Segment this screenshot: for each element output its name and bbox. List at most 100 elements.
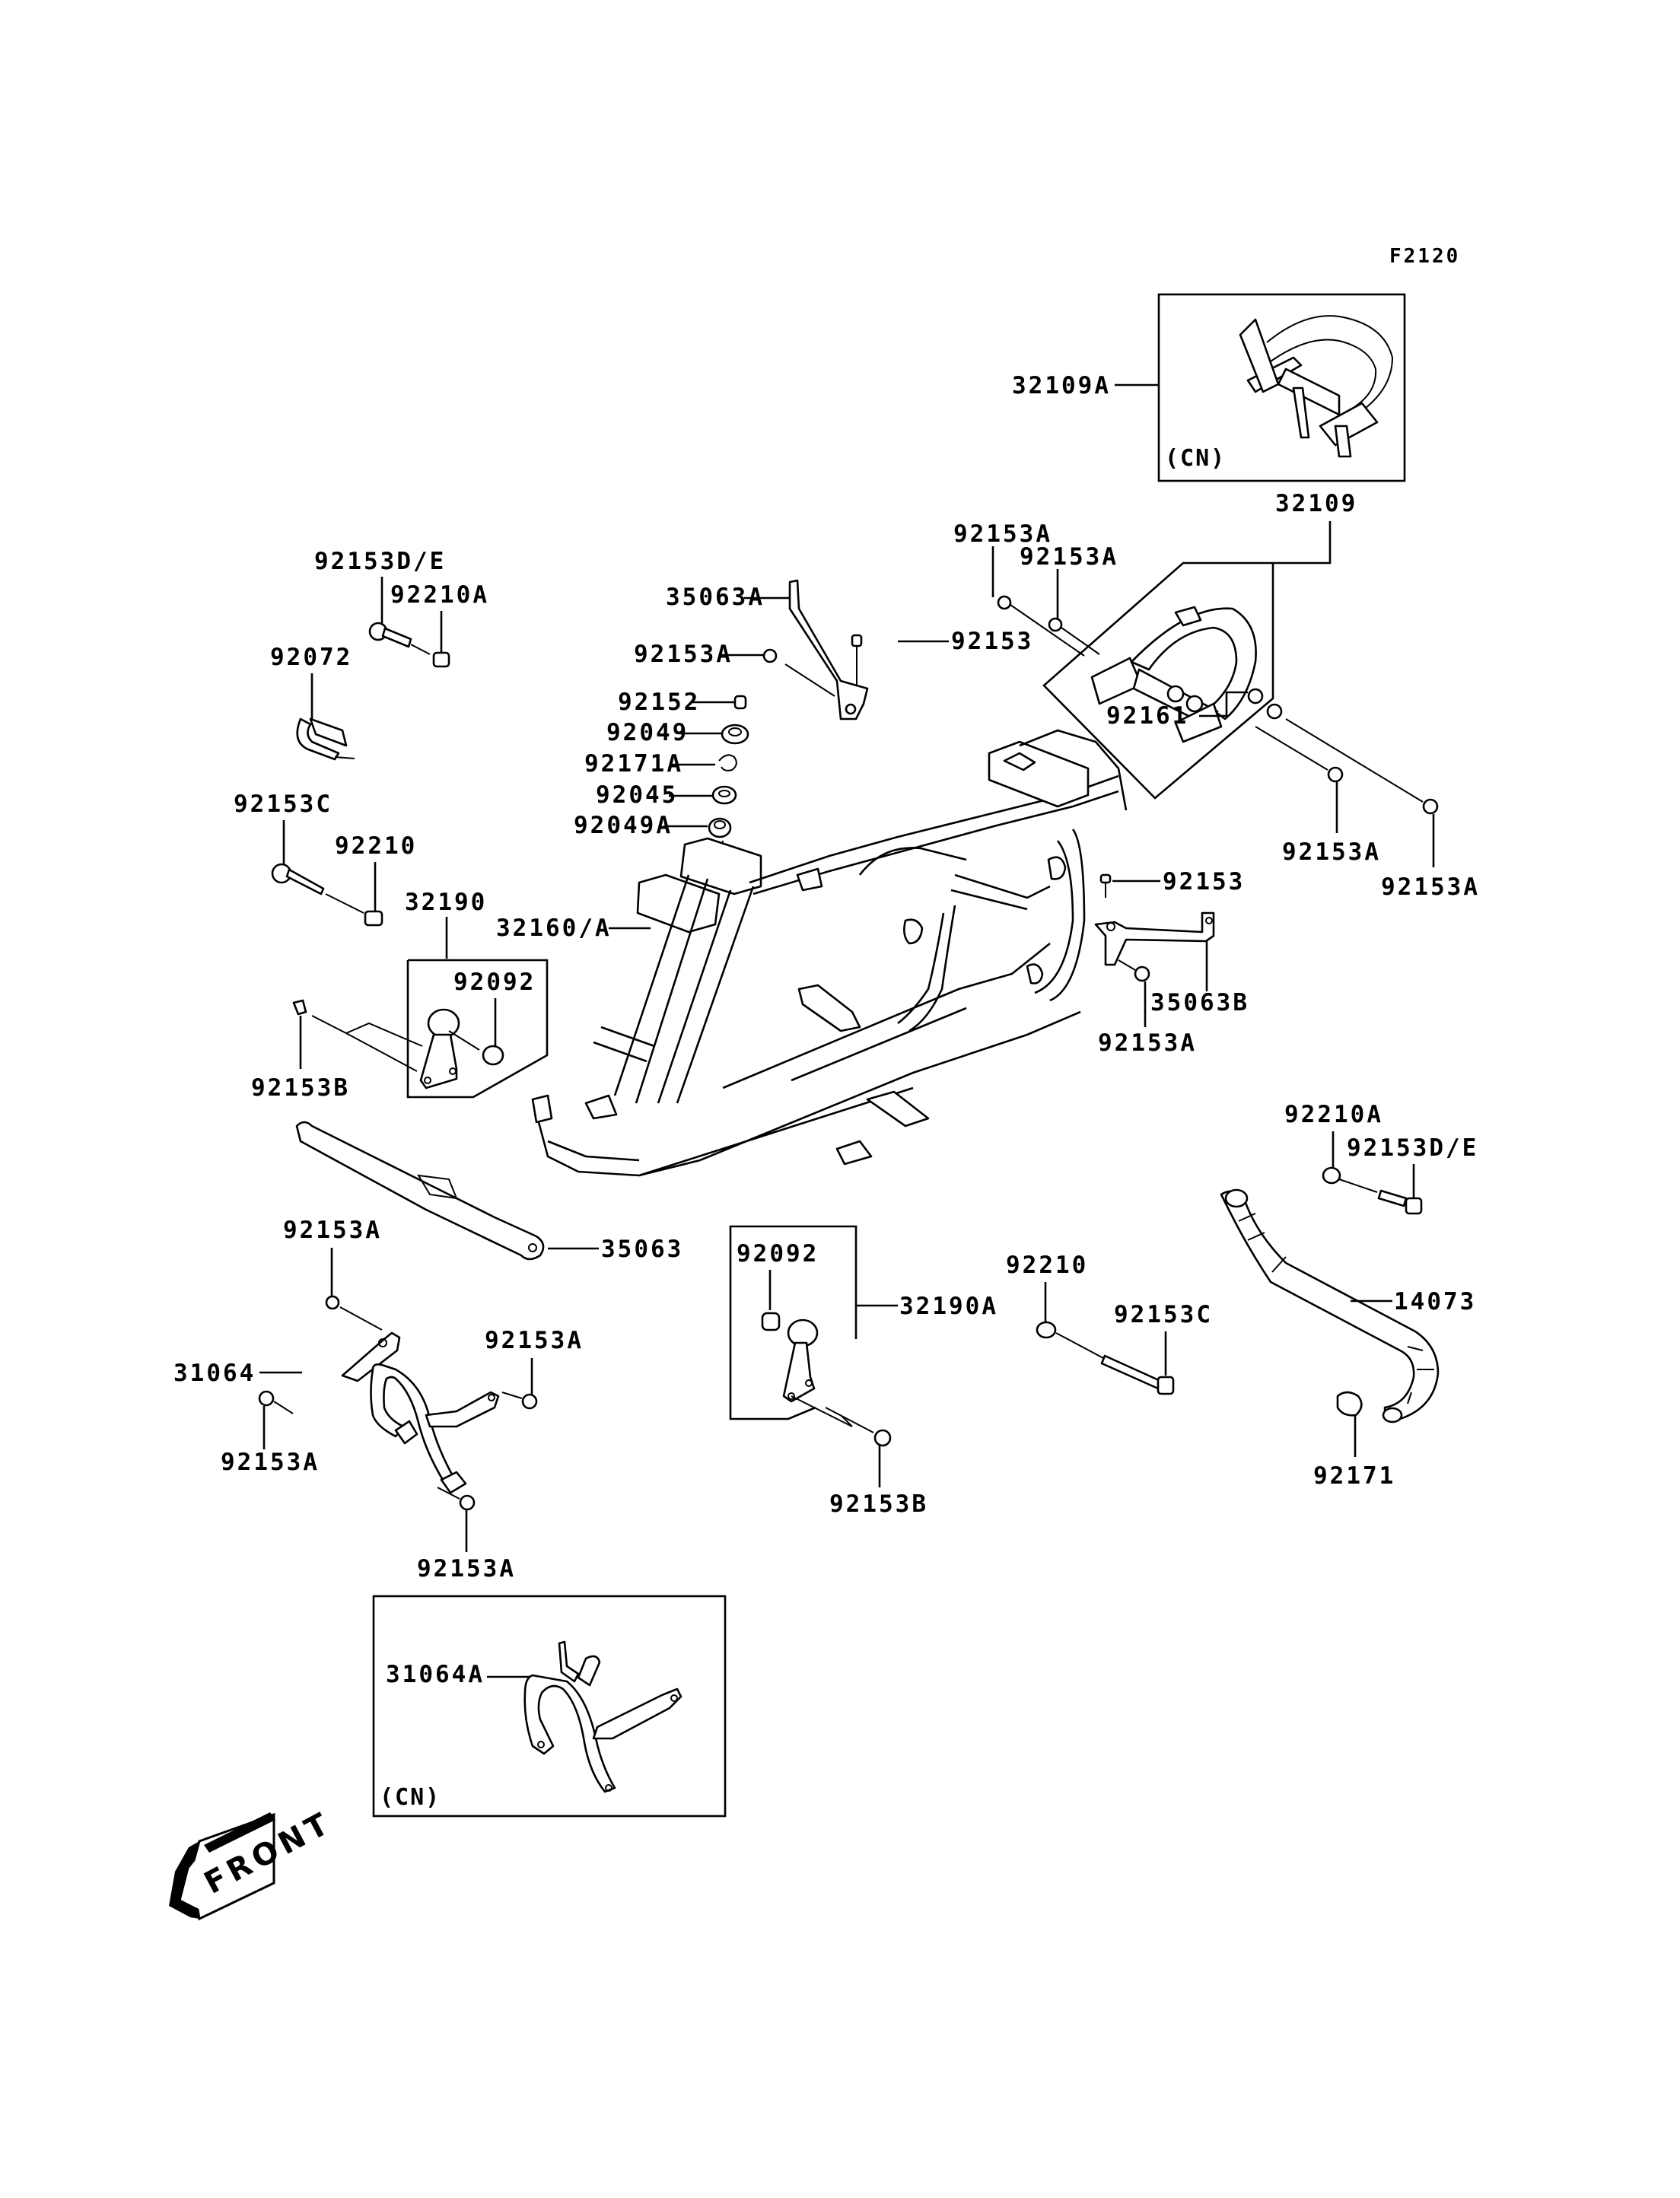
figure-code: F2120: [1389, 245, 1460, 268]
main-frame-32160[interactable]: [531, 729, 1128, 1177]
label-14073[interactable]: 14073: [1394, 1288, 1476, 1315]
guard-31064A-cn[interactable]: [523, 1640, 682, 1793]
group-14073: 92210A 92153D/E 14073 92171: [1220, 1101, 1478, 1490]
label-92152[interactable]: 92152: [618, 689, 700, 716]
group-35063: 35063: [295, 1121, 683, 1263]
inset-box-32109A: [1157, 293, 1406, 482]
label-92153A-35063B[interactable]: 92153A: [1098, 1029, 1197, 1057]
rear-carrier-cn-part[interactable]: [1239, 315, 1394, 458]
damper-92161[interactable]: [1247, 688, 1283, 720]
bushing-92092-mid[interactable]: [761, 1312, 781, 1331]
label-92153A-top2[interactable]: 92153A: [1020, 543, 1118, 571]
clamp-92171[interactable]: [1336, 1391, 1363, 1417]
label-92153C-left[interactable]: 92153C: [234, 790, 332, 818]
label-92153-right[interactable]: 92153: [1163, 868, 1245, 895]
inset-32109A: (CN) 32109A: [1012, 293, 1406, 482]
label-92210A-right[interactable]: 92210A: [1284, 1101, 1383, 1128]
nut-92210A-top[interactable]: [432, 651, 450, 668]
label-32190A[interactable]: 32190A: [899, 1293, 998, 1320]
inset-box-32190A: [729, 1225, 858, 1420]
label-92072[interactable]: 92072: [270, 644, 352, 671]
group-31064: 92153A 31064 92153A 92153A 92153: [173, 1217, 584, 1582]
label-31064A[interactable]: 31064A: [386, 1661, 485, 1688]
label-92153B-mid[interactable]: 92153B: [829, 1490, 928, 1518]
bolt-92153A-rr1[interactable]: [1255, 726, 1344, 783]
label-32109A[interactable]: 32109A: [1012, 372, 1111, 399]
label-92171A[interactable]: 92171A: [584, 750, 683, 778]
rod-35063[interactable]: [295, 1121, 545, 1261]
label-92153C-mid[interactable]: 92153C: [1114, 1301, 1213, 1328]
bolt-92153D-E-top[interactable]: [368, 622, 431, 655]
bracket-32190[interactable]: [419, 1008, 480, 1089]
bolt-92153A-mid[interactable]: [762, 648, 835, 697]
label-92092-left[interactable]: 92092: [453, 969, 536, 996]
label-92210-left[interactable]: 92210: [335, 832, 417, 860]
label-92045[interactable]: 92045: [596, 781, 678, 809]
bolt-92153D-E-right[interactable]: [1377, 1189, 1423, 1215]
label-92153A-31064-bottom[interactable]: 92153A: [417, 1555, 516, 1582]
collar-92152[interactable]: [733, 695, 747, 710]
bolt-92153A-top1[interactable]: [997, 595, 1085, 657]
label-35063[interactable]: 35063: [601, 1236, 683, 1263]
bolt-92153A-rr2[interactable]: [1285, 718, 1439, 815]
label-92153A-31064-left[interactable]: 92153A: [221, 1449, 320, 1476]
label-92153A-31064-top[interactable]: 92153A: [283, 1217, 382, 1244]
nut-92210-mid[interactable]: [1036, 1321, 1057, 1339]
bolt-92153C-mid[interactable]: [1055, 1332, 1175, 1395]
bolt-92153A-31064-bottom[interactable]: [437, 1487, 476, 1511]
label-32109[interactable]: 32109: [1275, 490, 1357, 517]
bolt-92153B-mid[interactable]: [825, 1407, 892, 1447]
label-92153D-E-top[interactable]: 92153D/E: [314, 548, 446, 575]
damper-92049[interactable]: [721, 724, 749, 745]
bolt-92153-mid[interactable]: [851, 634, 863, 685]
label-92049A[interactable]: 92049A: [574, 812, 673, 839]
label-31064[interactable]: 31064: [173, 1360, 256, 1387]
bolt-92153B-left[interactable]: [292, 999, 423, 1072]
label-35063B[interactable]: 35063B: [1150, 989, 1249, 1016]
bolt-92153A-35063B[interactable]: [1118, 959, 1150, 982]
label-92161[interactable]: 92161: [1106, 702, 1188, 730]
bolt-92153-right[interactable]: [1099, 873, 1112, 898]
front-arrow-shadow-icon: [169, 1841, 199, 1919]
rear-carrier-part[interactable]: [1090, 606, 1257, 743]
bolt-92153A-31064-left[interactable]: [258, 1390, 294, 1414]
label-92092-mid[interactable]: 92092: [737, 1240, 819, 1268]
nut-92210-left[interactable]: [364, 910, 383, 927]
front-direction-marker: FRONT: [169, 1805, 338, 1921]
label-92210-mid[interactable]: 92210: [1006, 1252, 1088, 1279]
inset-box-32190: [406, 959, 549, 1099]
bolt-92153C-left[interactable]: [271, 863, 364, 914]
stay-35063A[interactable]: [788, 579, 869, 720]
inset-31064A: (CN) 31064A: [372, 1595, 727, 1818]
group-engine-bolt-left: 92153C 92210: [234, 790, 417, 927]
label-92153A-rr1[interactable]: 92153A: [1282, 838, 1381, 866]
nut-92210A-right[interactable]: [1322, 1166, 1378, 1193]
bolt-92153A-top2[interactable]: [1048, 617, 1100, 655]
bolt-92153A-31064-right[interactable]: [501, 1392, 538, 1410]
label-92210A-top[interactable]: 92210A: [390, 581, 489, 609]
label-92153D-E-right[interactable]: 92153D/E: [1347, 1134, 1478, 1162]
band-92072[interactable]: [296, 717, 355, 761]
label-92153B-left[interactable]: 92153B: [251, 1074, 350, 1102]
label-92153A-top1[interactable]: 92153A: [953, 520, 1052, 548]
front-arrow-top-edge: [204, 1812, 275, 1853]
label-92049[interactable]: 92049: [606, 719, 689, 746]
clip-92171A[interactable]: [718, 754, 737, 771]
label-92153A-rr2[interactable]: 92153A: [1381, 873, 1480, 901]
label-92153A-mid[interactable]: 92153A: [634, 641, 733, 668]
label-32190[interactable]: 32190: [405, 889, 487, 916]
label-92153-mid[interactable]: 92153: [951, 628, 1033, 655]
bolt-92153A-31064-top[interactable]: [325, 1295, 383, 1331]
label-32160A[interactable]: 32160/A: [496, 915, 612, 942]
guard-31064[interactable]: [341, 1331, 500, 1494]
damper-92049A[interactable]: [708, 817, 732, 838]
bushing-92092-left[interactable]: [482, 1045, 504, 1066]
pipe-14073[interactable]: [1220, 1188, 1440, 1423]
leader-32109: [1042, 521, 1332, 800]
stay-35063B[interactable]: [1094, 911, 1215, 966]
washer-92045[interactable]: [711, 785, 737, 805]
label-92153A-31064-right[interactable]: 92153A: [485, 1327, 584, 1354]
label-92171[interactable]: 92171: [1313, 1462, 1395, 1490]
bracket-32190A[interactable]: [782, 1318, 853, 1427]
